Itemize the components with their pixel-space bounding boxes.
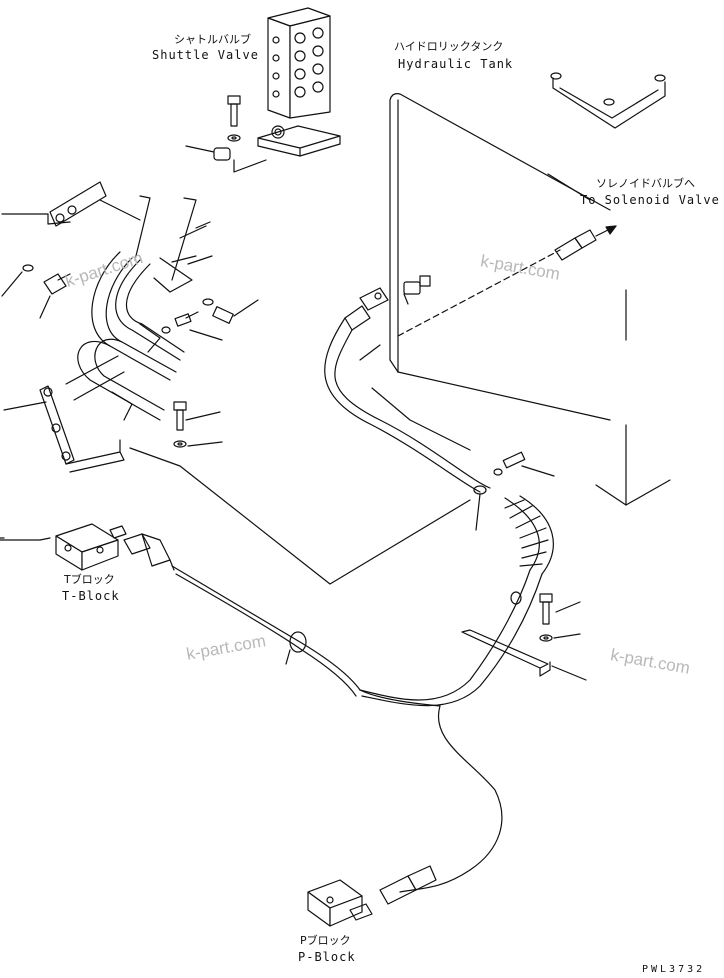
hose-clamp-mid xyxy=(473,451,555,531)
solenoid-label-jp: ソレノイドバルブへ xyxy=(596,177,695,190)
spiral-hose xyxy=(359,495,554,707)
shuttle-valve xyxy=(233,7,341,173)
p-block-label-en: P-Block xyxy=(298,950,356,964)
solenoid-dash-line xyxy=(397,249,561,337)
p-block-label-jp: Pブロック xyxy=(300,934,351,947)
drawing-code: PWL3732 xyxy=(642,964,706,975)
tank-fittings xyxy=(344,275,431,331)
left-bolts xyxy=(22,221,259,448)
solenoid-leader xyxy=(547,173,591,201)
right-bracket xyxy=(461,591,587,681)
hose-clamp-low xyxy=(285,631,307,665)
solenoid-label-en: To Solenoid Valve xyxy=(580,193,720,207)
solenoid-fitting xyxy=(554,225,617,261)
leader-center xyxy=(129,447,471,585)
hydraulic-tank-label-jp: ハイドロリックタンク xyxy=(394,40,504,53)
t-block-label-jp: Tブロック xyxy=(64,573,115,586)
lower-hose xyxy=(399,705,503,893)
hydraulic-tank-label-en: Hydraulic Tank xyxy=(398,57,514,71)
shuttle-valve-label-jp: シャトルバルブ xyxy=(174,33,251,46)
p-block xyxy=(307,865,437,927)
tank-hose xyxy=(324,317,491,493)
bolt-washer-top xyxy=(185,95,241,161)
t-block-line xyxy=(171,565,441,707)
t-block-label-en: T-Block xyxy=(62,589,120,603)
t-block xyxy=(55,523,175,571)
shuttle-valve-label-en: Shuttle Valve xyxy=(152,48,259,62)
left-tubes xyxy=(0,181,207,541)
hydraulic-tank xyxy=(389,72,671,506)
